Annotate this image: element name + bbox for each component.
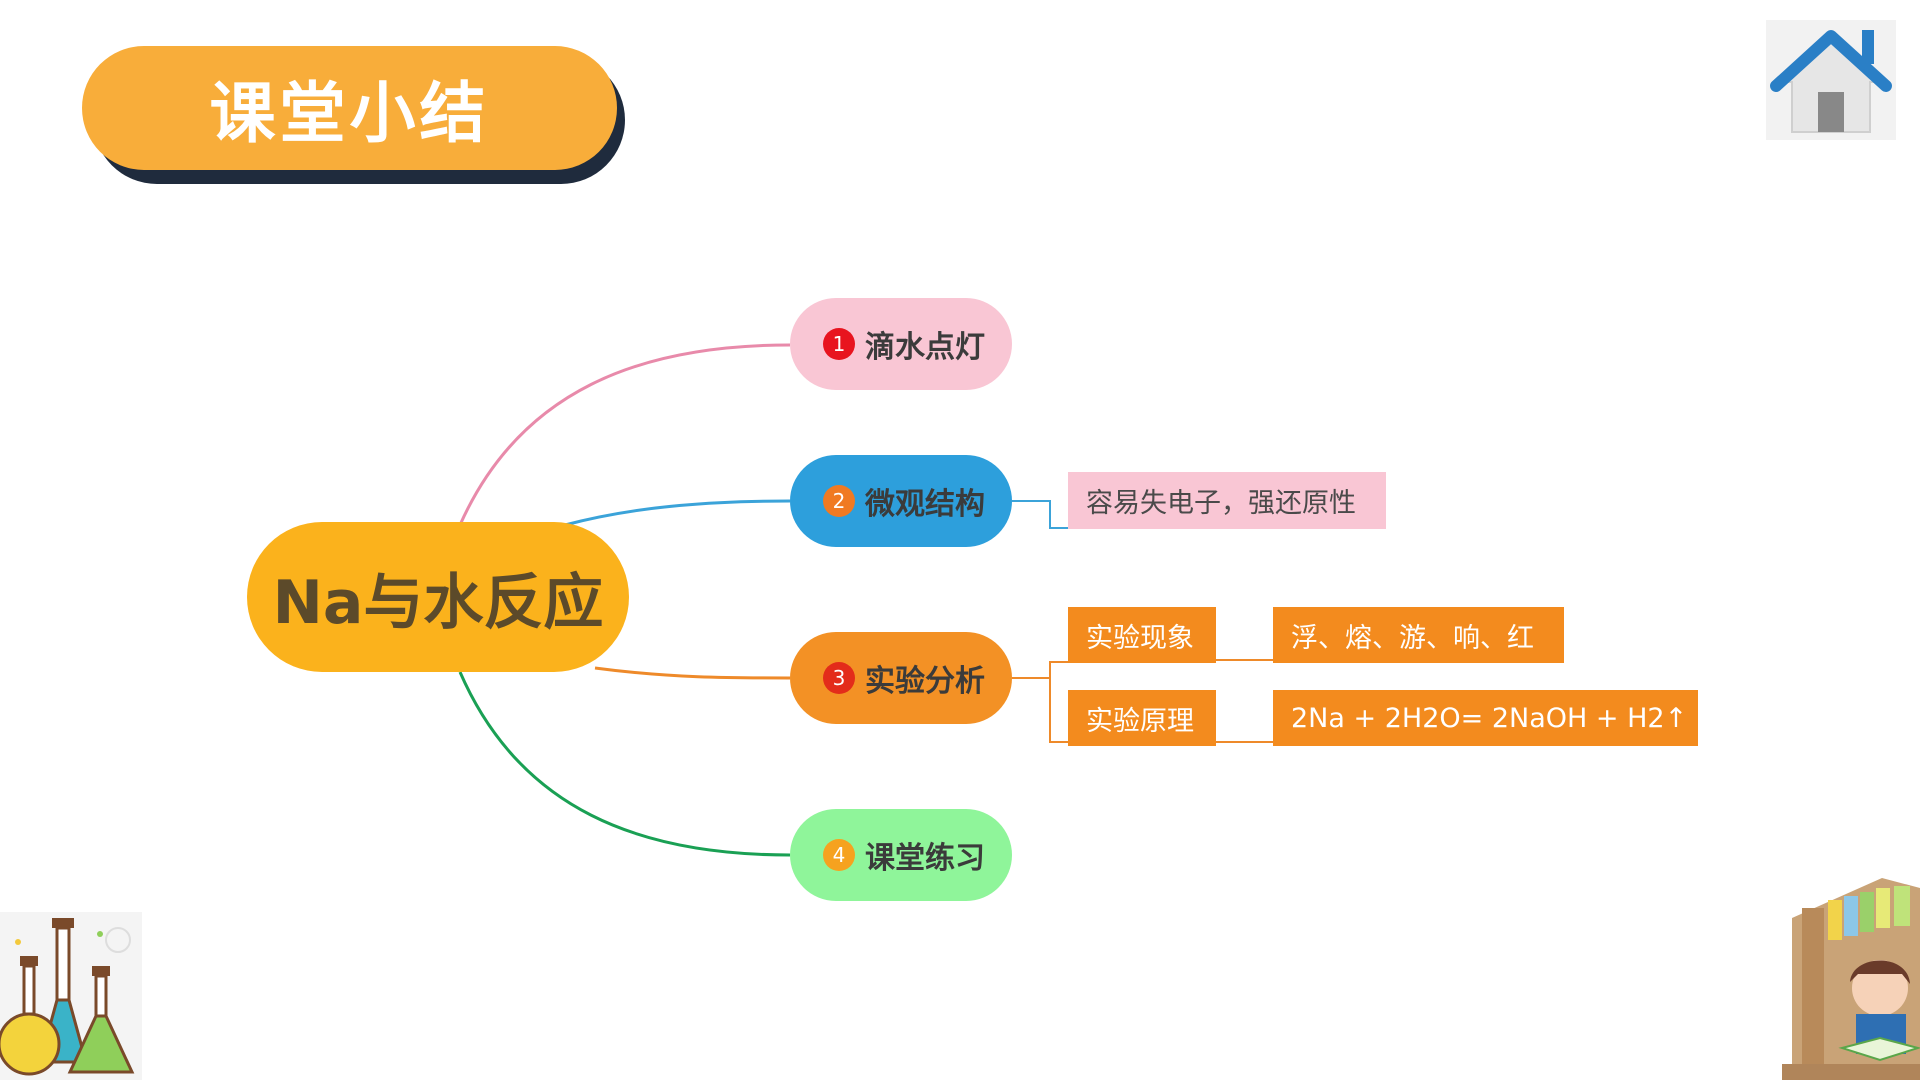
branch-label-3: 实验分析 (865, 664, 985, 699)
branch-label-4: 课堂练习 (865, 841, 985, 876)
branch-node-4[interactable]: 4 课堂练习 (790, 809, 1012, 901)
branch-label-2: 微观结构 (865, 487, 985, 522)
leaf-principle-value: 2Na + 2H2O= 2NaOH + H2↑ (1273, 690, 1698, 746)
branch-number-4: 4 (823, 839, 855, 871)
branch-node-2[interactable]: 2 微观结构 (790, 455, 1012, 547)
branch-node-3[interactable]: 3 实验分析 (790, 632, 1012, 724)
leaf-phenomenon-label: 实验现象 (1068, 607, 1216, 663)
center-node: Na与水反应 (247, 522, 629, 672)
leaf-principle-label: 实验原理 (1068, 690, 1216, 746)
branch-node-1[interactable]: 1 滴水点灯 (790, 298, 1012, 390)
connector-leaf-principle (1049, 678, 1068, 743)
flask-illustration (0, 912, 142, 1080)
reading-girl-illustration (1782, 878, 1920, 1080)
page-title: 课堂小结 (82, 46, 617, 170)
connector-branch-1 (458, 343, 791, 526)
connector-branch-3 (594, 666, 791, 680)
connector-leaf-phenomenon (1012, 661, 1068, 679)
branch-number-3: 3 (823, 662, 855, 694)
connector-branch-4 (458, 671, 791, 857)
home-icon[interactable] (1766, 20, 1896, 140)
branch-number-1: 1 (823, 328, 855, 360)
connector-leaf-structure (1012, 500, 1068, 529)
branch-label-1: 滴水点灯 (865, 330, 985, 365)
connector-branch-2 (564, 499, 791, 527)
branch-number-2: 2 (823, 485, 855, 517)
leaf-phenomenon-value: 浮、熔、游、响、红 (1273, 607, 1564, 663)
leaf-structure: 容易失电子，强还原性 (1068, 472, 1386, 529)
